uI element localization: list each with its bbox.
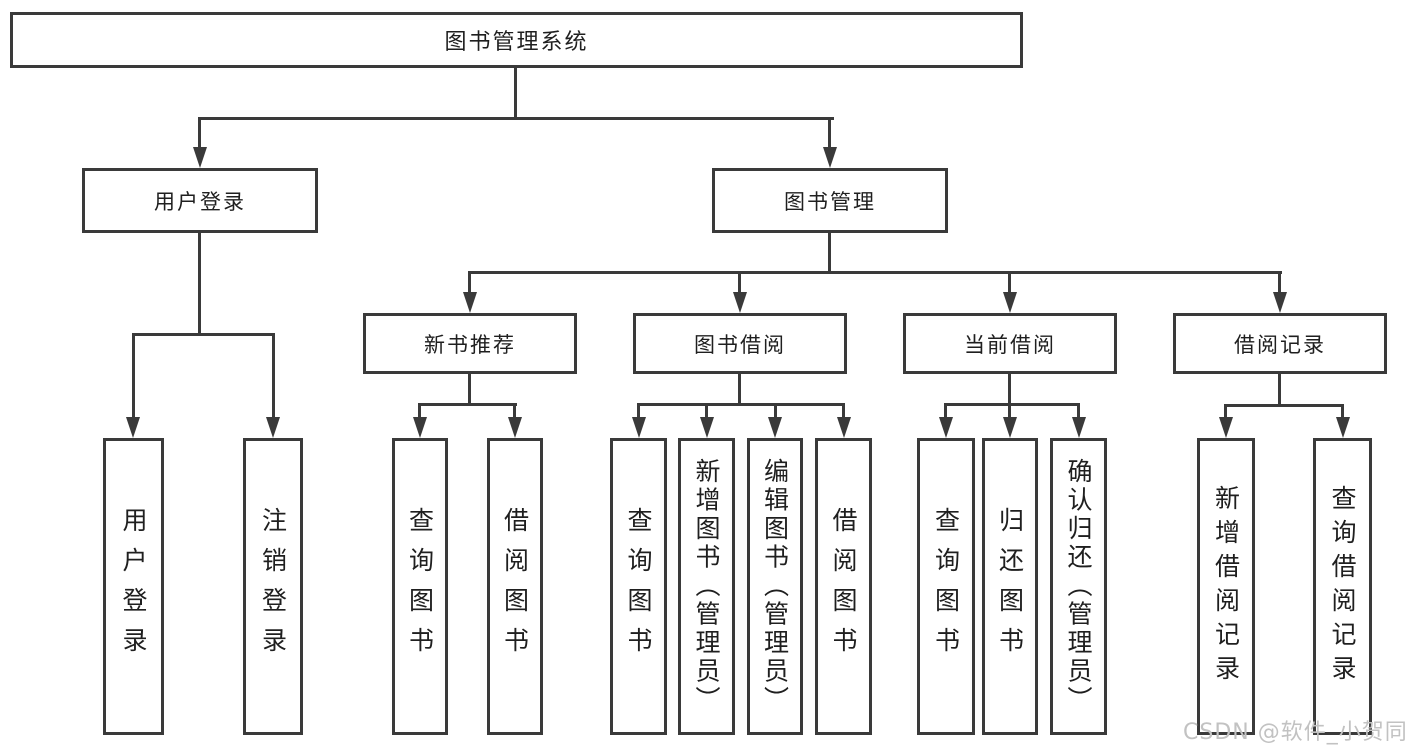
connector-line	[418, 403, 421, 420]
connector-line	[198, 233, 201, 336]
node-book-management-label: 图书管理	[784, 189, 876, 214]
node-book-borrowing-label: 图书借阅	[694, 332, 786, 357]
arrowhead	[823, 147, 837, 168]
node-user-login: 用户登录	[82, 168, 318, 233]
node-borrow-records: 借阅记录	[1173, 313, 1387, 374]
connector-line	[1008, 403, 1011, 420]
leaf-query-books-recommend: 查询图书	[392, 438, 448, 735]
leaf-return-book: 归还图书	[982, 438, 1038, 735]
connector-line	[944, 403, 947, 420]
leaf-borrow-books: 借阅图书	[815, 438, 872, 735]
leaf-logout: 注销登录	[243, 438, 303, 735]
node-current-borrowing: 当前借阅	[903, 313, 1117, 374]
connector-line	[705, 403, 708, 420]
leaf-add-borrow-record-label: 新增借阅记录	[1211, 484, 1241, 689]
arrowhead	[266, 417, 280, 438]
connector-line	[828, 117, 831, 149]
node-user-login-label: 用户登录	[154, 189, 246, 214]
leaf-add-borrow-record: 新增借阅记录	[1197, 438, 1255, 735]
connector-line	[842, 403, 845, 420]
connector-line	[1008, 374, 1011, 406]
leaf-borrow-books-label: 借阅图书	[829, 506, 858, 667]
leaf-edit-book-admin-label: 编辑图书（管理员）	[760, 458, 790, 715]
connector-line	[738, 271, 741, 295]
connector-line	[1278, 271, 1281, 295]
arrowhead	[1219, 417, 1233, 438]
connector-line	[513, 403, 516, 420]
connector-line	[1077, 403, 1080, 420]
connector-line	[944, 403, 1080, 406]
connector-line	[514, 68, 517, 120]
leaf-user-login: 用户登录	[103, 438, 164, 735]
leaf-query-books-borrow: 查询图书	[610, 438, 667, 735]
arrowhead	[768, 417, 782, 438]
connector-line	[132, 333, 135, 418]
node-book-management: 图书管理	[712, 168, 948, 233]
connector-line	[468, 374, 471, 406]
leaf-borrow-books-recommend: 借阅图书	[487, 438, 543, 735]
node-new-book-recommend: 新书推荐	[363, 313, 577, 374]
leaf-return-book-label: 归还图书	[995, 506, 1025, 667]
node-root-label: 图书管理系统	[444, 30, 589, 55]
connector-line	[1008, 271, 1011, 295]
connector-line	[738, 374, 741, 406]
leaf-query-books-recommend-label: 查询图书	[405, 506, 435, 667]
node-root: 图书管理系统	[10, 12, 1023, 68]
arrowhead	[733, 292, 747, 313]
node-book-borrowing: 图书借阅	[633, 313, 847, 374]
leaf-borrow-books-recommend-label: 借阅图书	[500, 506, 530, 667]
connector-line	[468, 271, 471, 295]
connector-line	[637, 403, 640, 420]
arrowhead	[1003, 417, 1017, 438]
leaf-confirm-return-admin-label: 确认归还（管理员）	[1064, 458, 1093, 715]
leaf-add-book-admin: 新增图书（管理员）	[678, 438, 735, 735]
arrowhead	[1072, 417, 1086, 438]
arrowhead	[413, 417, 427, 438]
csdn-watermark: CSDN @软件_小贺同学	[1183, 720, 1405, 745]
arrowhead	[700, 417, 714, 438]
connector-line	[1341, 404, 1344, 420]
connector-line	[199, 117, 834, 120]
connector-line	[1278, 374, 1281, 407]
leaf-edit-book-admin: 编辑图书（管理员）	[747, 438, 803, 735]
node-new-book-recommend-label: 新书推荐	[424, 332, 516, 357]
node-borrow-records-label: 借阅记录	[1234, 332, 1326, 357]
arrowhead	[1273, 292, 1287, 313]
leaf-add-book-admin-label: 新增图书（管理员）	[692, 458, 721, 715]
node-current-borrowing-label: 当前借阅	[964, 332, 1056, 357]
connector-line	[637, 403, 845, 406]
leaf-query-borrow-record: 查询借阅记录	[1313, 438, 1372, 735]
connector-line	[418, 403, 517, 406]
connector-line	[774, 403, 777, 420]
arrowhead	[939, 417, 953, 438]
arrowhead	[193, 147, 207, 168]
leaf-user-login-label: 用户登录	[119, 506, 148, 667]
connector-line	[272, 333, 275, 418]
leaf-query-books-current: 查询图书	[917, 438, 975, 735]
connector-line	[198, 117, 201, 149]
leaf-query-books-current-label: 查询图书	[931, 506, 961, 667]
arrowhead	[126, 417, 140, 438]
connector-line	[1224, 404, 1227, 420]
arrowhead	[1003, 292, 1017, 313]
arrowhead	[1336, 417, 1350, 438]
connector-line	[132, 333, 275, 336]
leaf-query-books-borrow-label: 查询图书	[624, 506, 653, 667]
leaf-logout-label: 注销登录	[258, 506, 288, 667]
connector-line	[828, 233, 831, 274]
connector-line	[1224, 404, 1344, 407]
arrowhead	[463, 292, 477, 313]
arrowhead	[508, 417, 522, 438]
leaf-query-borrow-record-label: 查询借阅记录	[1328, 484, 1357, 689]
leaf-confirm-return-admin: 确认归还（管理员）	[1050, 438, 1107, 735]
arrowhead	[632, 417, 646, 438]
arrowhead	[837, 417, 851, 438]
connector-line	[468, 271, 1282, 274]
